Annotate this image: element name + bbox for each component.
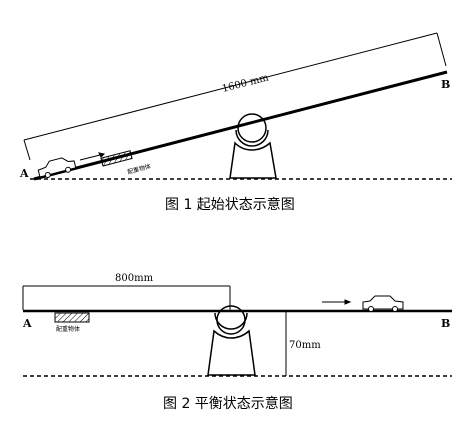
figure-2-caption: 图 2 平衡状态示意图 [163, 395, 293, 412]
car-icon [37, 157, 77, 178]
motion-arrow [322, 299, 352, 305]
point-a-label: A [19, 167, 29, 180]
counterweight-label: 配重物体 [126, 162, 151, 176]
pivot-support [229, 113, 277, 179]
motion-arrow [79, 152, 106, 161]
point-b-label: B [441, 78, 450, 91]
car-icon [362, 295, 404, 312]
length-dimension [23, 32, 447, 161]
counterweight-block [54, 312, 90, 323]
length-label: 800mm [115, 273, 154, 284]
pivot-support [207, 305, 256, 376]
length-dimension [22, 285, 231, 310]
height-label: 70mm [289, 340, 321, 351]
point-a-label: A [22, 317, 32, 330]
length-label: 1600 mm [221, 72, 270, 95]
figure-2-balanced-state: 800mm 70mm 配重物体 A B [22, 273, 452, 412]
figure-1-initial-state: 1600 mm 配重物体 A B 图 1 起始状态示意图 [19, 32, 452, 213]
figure-1-caption: 图 1 起始状态示意图 [165, 196, 295, 213]
point-b-label: B [441, 317, 450, 330]
counterweight-block [100, 150, 133, 167]
counterweight-label: 配重物体 [56, 325, 80, 333]
